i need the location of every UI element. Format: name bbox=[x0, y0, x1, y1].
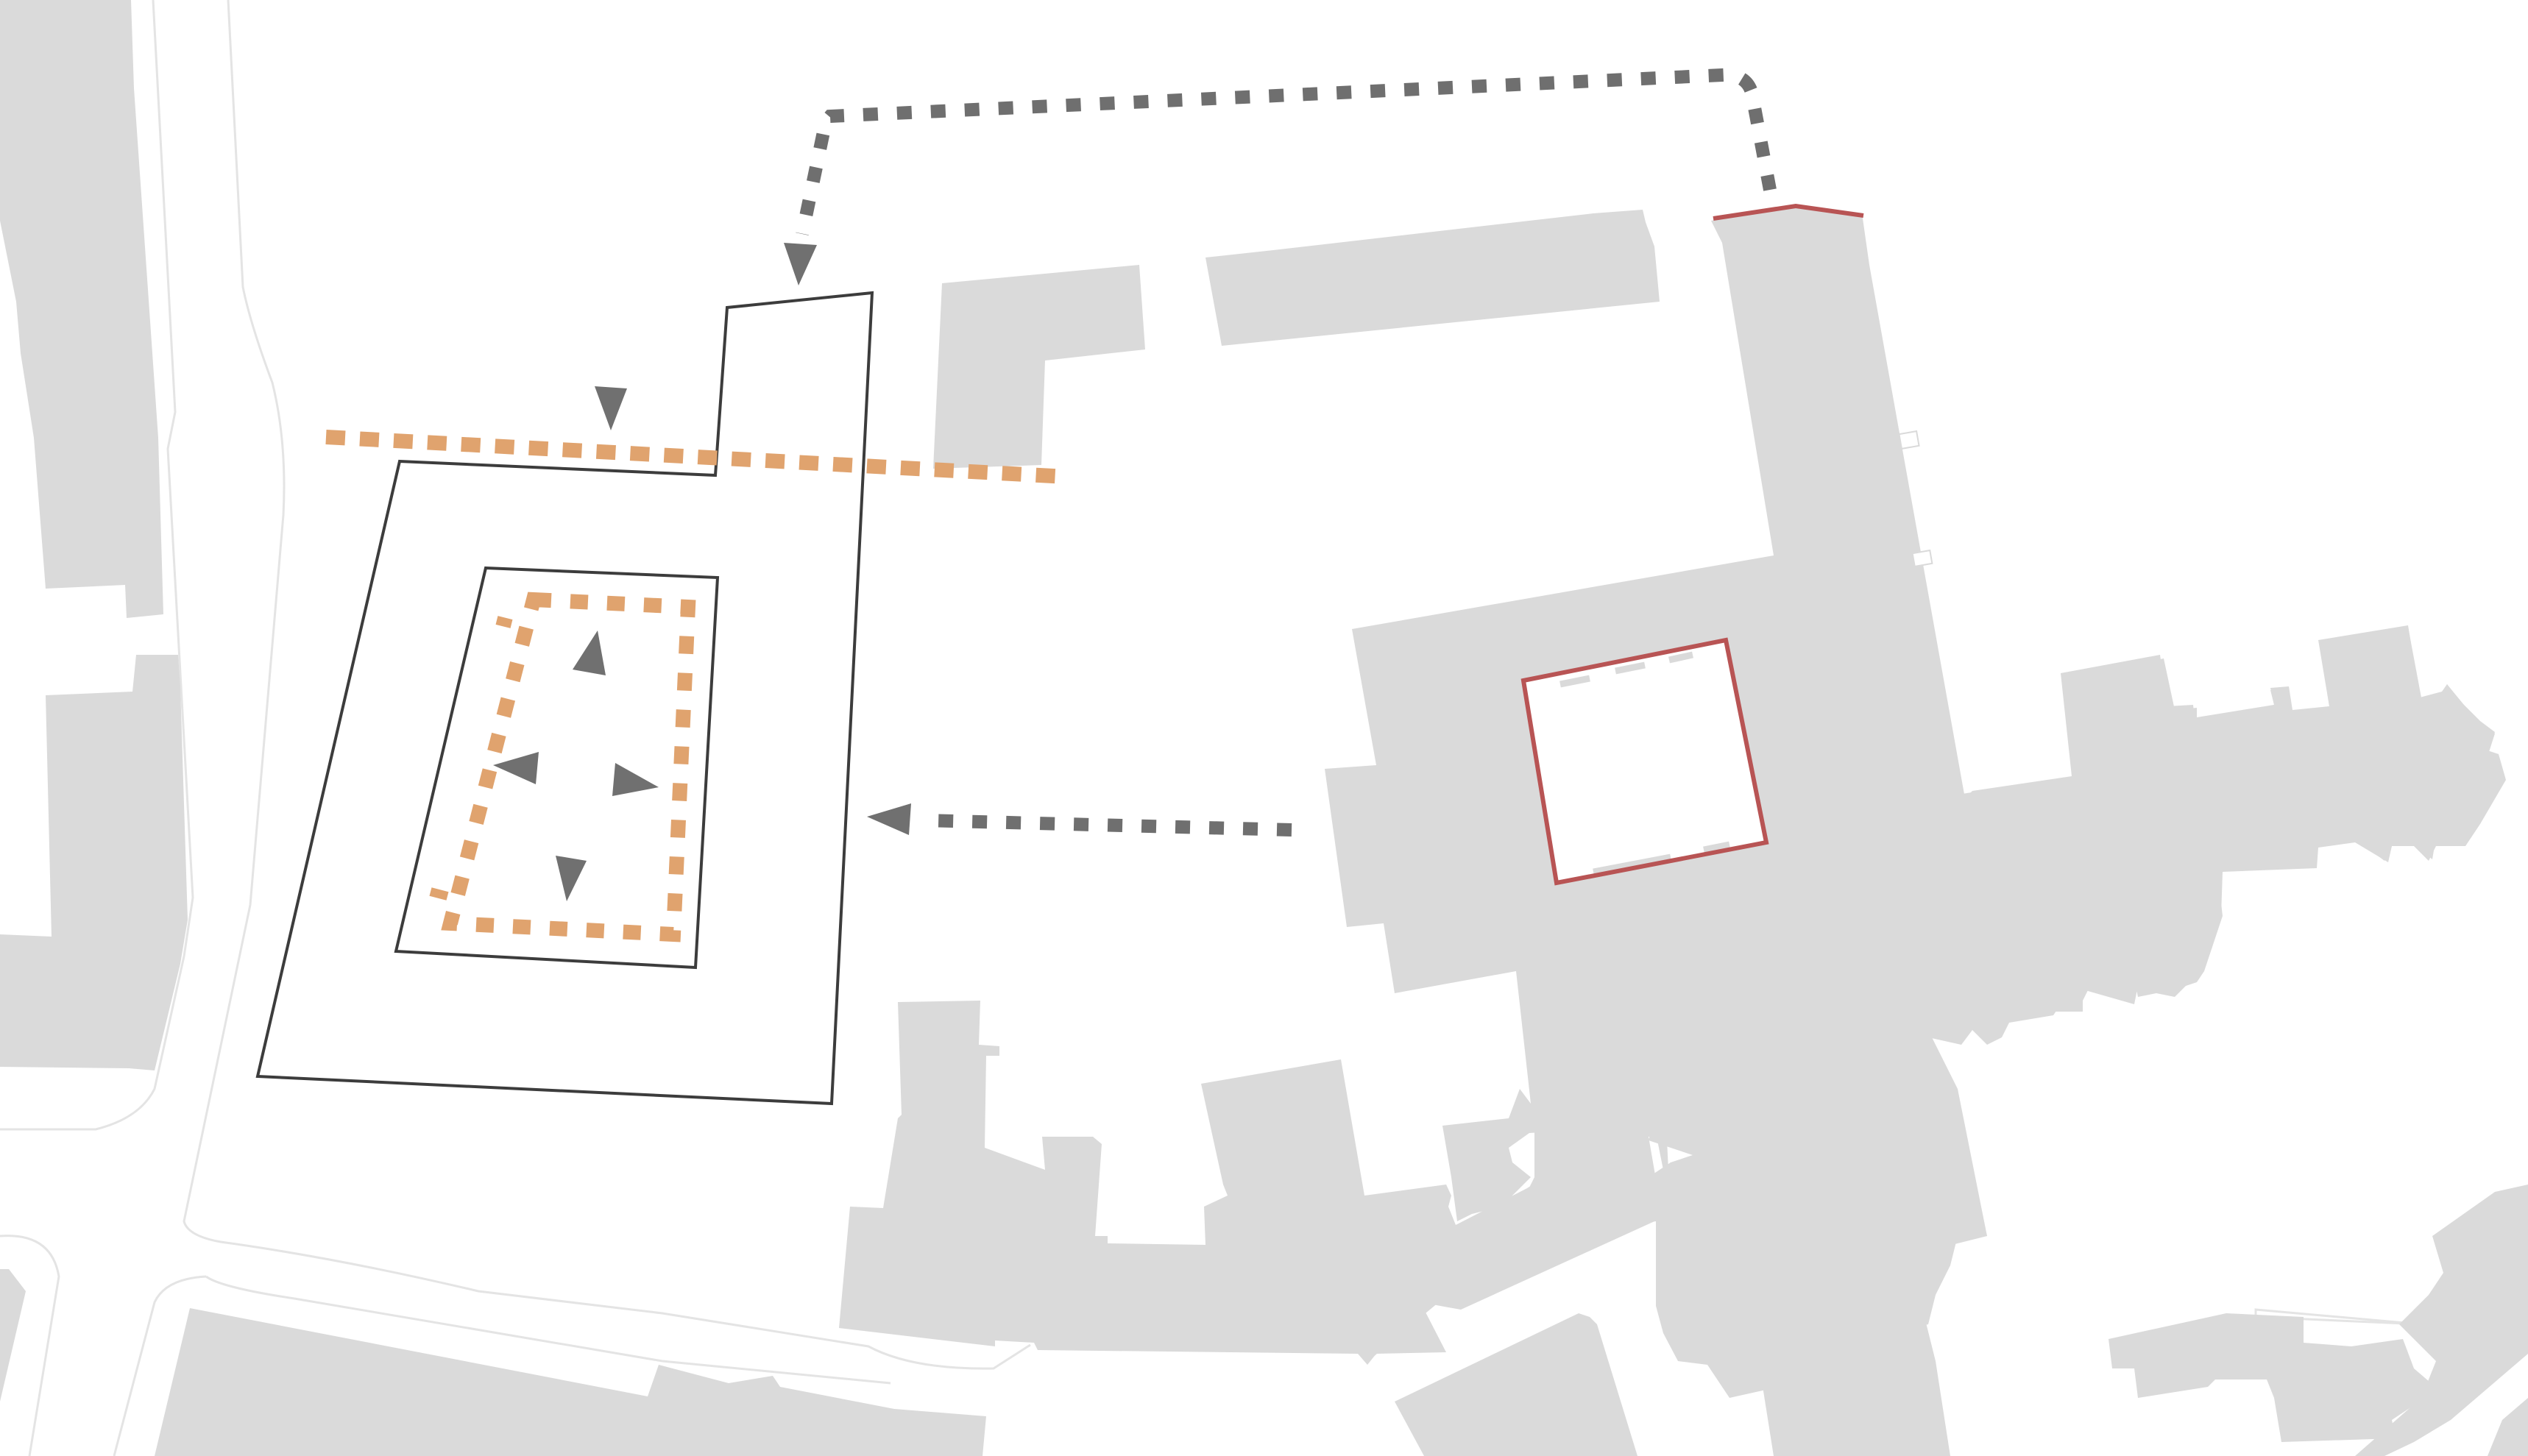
cloister-courtyard-void bbox=[1523, 640, 1766, 883]
road-edge-corner bbox=[0, 1235, 60, 1456]
orange-courtyard-loop bbox=[441, 592, 696, 942]
building-church-east-nave bbox=[1958, 627, 2499, 1030]
proposed-courtyard-inner-outline bbox=[394, 566, 720, 970]
arrow-down-north-entry-icon bbox=[784, 243, 817, 285]
direction-arrows bbox=[493, 243, 911, 901]
building-west-row-mid bbox=[0, 655, 188, 1070]
cloister-inner-dashes bbox=[1559, 651, 1730, 876]
building-south-mid-block bbox=[839, 1001, 1671, 1365]
cloister-courtyard bbox=[1520, 637, 1769, 886]
proposed-building bbox=[255, 291, 874, 1106]
building-north-l-shape bbox=[933, 265, 1145, 469]
arrow-down-courtyard-icon bbox=[556, 856, 587, 901]
road-edge-south-a bbox=[205, 1275, 891, 1385]
cloister-red-outline bbox=[1520, 637, 1769, 886]
gray-route-north-loop bbox=[796, 68, 1777, 235]
arrow-down-orange-axis-icon bbox=[595, 386, 627, 430]
gray-route-church-to-building bbox=[923, 814, 1292, 837]
church-entrance-red-line bbox=[1713, 203, 1864, 221]
building-east-corner bbox=[2355, 1185, 2528, 1456]
building-south-long bbox=[155, 1308, 986, 1456]
gray-routes bbox=[796, 68, 1777, 837]
church-facade-notches bbox=[1898, 430, 1933, 568]
building-south-small-angled bbox=[1395, 1313, 1637, 1456]
road-outlines bbox=[0, 0, 2422, 1456]
building-north-long bbox=[1205, 210, 1660, 346]
building-corner-sw bbox=[0, 1269, 26, 1402]
arrow-up-courtyard-icon bbox=[573, 631, 606, 675]
orange-axes bbox=[325, 430, 1068, 942]
road-edge-west-b bbox=[183, 0, 1031, 1370]
road-edge-east-annex bbox=[2254, 1308, 2422, 1326]
orange-axis-horizontal bbox=[325, 430, 1068, 484]
building-east-corner-2 bbox=[2488, 1398, 2528, 1456]
building-west-row-north bbox=[0, 0, 163, 618]
arrow-left-church-route-icon bbox=[867, 803, 911, 835]
arrow-left-courtyard-icon bbox=[493, 752, 539, 784]
road-edge-south-b bbox=[113, 1275, 207, 1456]
road-edge-west-a bbox=[0, 0, 194, 1131]
proposed-building-outer-outline bbox=[255, 291, 874, 1106]
orange-courtyard-small-dashes bbox=[429, 616, 513, 901]
arrow-right-courtyard-icon bbox=[612, 763, 659, 796]
building-east-lower bbox=[2109, 1313, 2440, 1442]
